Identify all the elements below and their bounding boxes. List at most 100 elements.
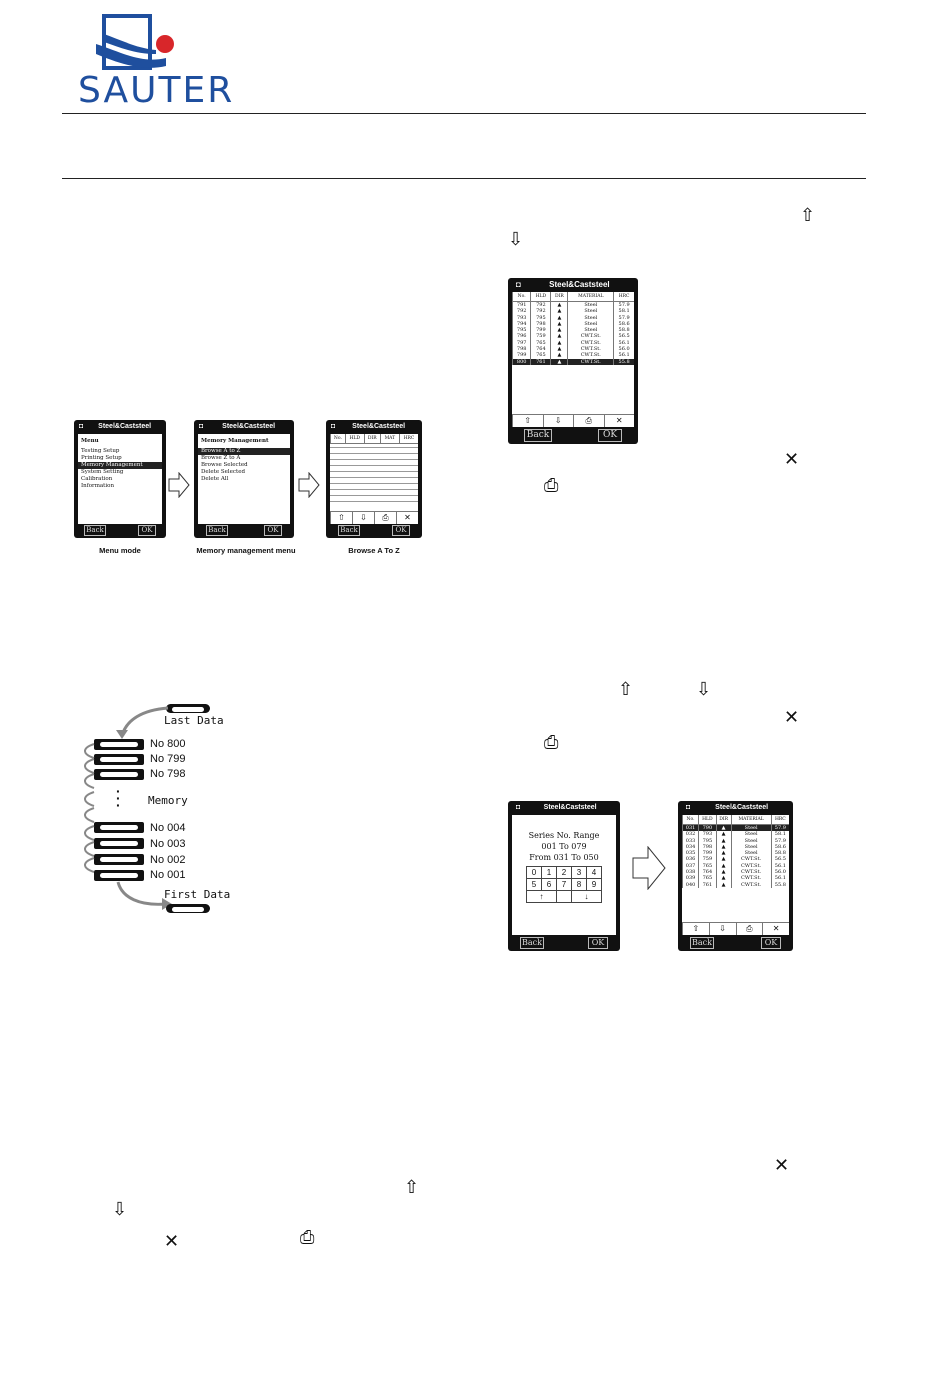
ok-button[interactable]: OK <box>138 525 156 536</box>
delete-icon: ✕ <box>784 449 800 469</box>
ok-button[interactable]: OK <box>588 937 608 949</box>
print-icon: ⎙ <box>544 475 559 495</box>
memory-record <box>94 870 144 881</box>
key-3[interactable]: 3 <box>571 866 587 879</box>
memory-record <box>94 769 144 780</box>
menu-item[interactable]: Information <box>81 483 115 489</box>
back-button[interactable]: Back <box>690 937 714 949</box>
memory-item[interactable]: Delete All <box>201 476 229 482</box>
ellipsis-dots: ··· <box>116 783 121 813</box>
back-button[interactable]: Back <box>520 937 544 949</box>
page-down-icon: ⇩ <box>508 229 524 249</box>
print-icon[interactable]: ⎙ <box>374 512 396 524</box>
back-button[interactable]: Back <box>206 525 228 536</box>
page-up-icon[interactable]: ⇧ <box>512 415 543 427</box>
key-0[interactable]: 0 <box>526 866 542 879</box>
series-range-screen: ◘Steel&Caststeel Series No. Range 001 To… <box>508 801 620 951</box>
battery-icon: ◘ <box>516 804 521 811</box>
print-icon[interactable]: ⎙ <box>573 415 604 427</box>
key-1[interactable]: 1 <box>541 866 557 879</box>
page-up-icon[interactable]: ⇧ <box>330 512 352 524</box>
key-7[interactable]: 7 <box>556 878 572 891</box>
menu-item-selected[interactable]: Memory Management <box>78 462 162 469</box>
menu-mode-screen: ◘Steel&Caststeel Menu Testing Setup Prin… <box>74 420 166 538</box>
figure-caption: Browse A To Z <box>348 546 400 555</box>
memory-record-label: No 004 <box>150 822 186 834</box>
delete-icon[interactable]: ✕ <box>396 512 418 524</box>
memory-item[interactable]: Browse Z to A <box>201 455 241 461</box>
page-down-icon[interactable]: ⇩ <box>542 415 574 427</box>
menu-item[interactable]: System Setting <box>81 469 124 475</box>
screen-title: Steel&Caststeel <box>549 280 610 289</box>
sauter-logo-text: SAUTER <box>78 70 235 111</box>
memory-record <box>94 854 144 865</box>
key-6[interactable]: 6 <box>541 878 557 891</box>
page-down-icon[interactable]: ⇩ <box>708 923 736 935</box>
down-arrow-key[interactable]: ↓ <box>571 890 602 903</box>
browse-icon-row: ⇧⇩⎙✕ <box>330 511 418 524</box>
header-rule-top <box>62 113 866 114</box>
browse-rows-placeholder <box>330 444 418 502</box>
key-8[interactable]: 8 <box>571 878 587 891</box>
back-button[interactable]: Back <box>524 429 552 442</box>
ok-button[interactable]: OK <box>392 525 410 536</box>
memory-item[interactable]: Browse Selected <box>201 462 248 468</box>
memory-record <box>94 739 144 750</box>
delete-icon[interactable]: ✕ <box>603 415 635 427</box>
print-icon[interactable]: ⎙ <box>735 923 763 935</box>
back-button[interactable]: Back <box>338 525 360 536</box>
key-9[interactable]: 9 <box>586 878 602 891</box>
menu-item[interactable]: Testing Setup <box>81 448 120 454</box>
last-data-label: Last Data <box>164 714 224 727</box>
memory-record-label: No 799 <box>150 753 186 765</box>
key-4[interactable]: 4 <box>586 866 602 879</box>
battery-icon: ◘ <box>331 423 336 430</box>
first-data-record <box>166 904 210 913</box>
key-5[interactable]: 5 <box>526 878 542 891</box>
ok-button[interactable]: OK <box>264 525 282 536</box>
chain-arrows <box>84 743 95 873</box>
page-up-icon[interactable]: ⇧ <box>682 923 709 935</box>
ok-button[interactable]: OK <box>761 937 781 949</box>
up-arrow-key[interactable]: ↑ <box>526 890 557 903</box>
memory-item[interactable]: Delete Selected <box>201 469 245 475</box>
page-down-icon[interactable]: ⇩ <box>352 512 374 524</box>
key-2[interactable]: 2 <box>556 866 572 879</box>
screen-title: Steel&Caststeel <box>543 804 597 811</box>
page-up-icon: ⇧ <box>800 205 816 225</box>
memory-item-selected[interactable]: Browse A to Z <box>198 448 290 455</box>
ok-button[interactable]: OK <box>598 429 622 442</box>
delete-icon: ✕ <box>784 707 800 727</box>
table-icon-row: ⇧⇩⎙✕ <box>512 414 634 427</box>
print-icon: ⎙ <box>300 1227 315 1247</box>
back-button[interactable]: Back <box>84 525 106 536</box>
menu-item[interactable]: Printing Setup <box>81 455 122 461</box>
last-data-record <box>166 704 210 713</box>
delete-icon[interactable]: ✕ <box>762 923 789 935</box>
menu-heading: Menu <box>81 438 99 444</box>
menu-item[interactable]: Calibration <box>81 476 113 482</box>
